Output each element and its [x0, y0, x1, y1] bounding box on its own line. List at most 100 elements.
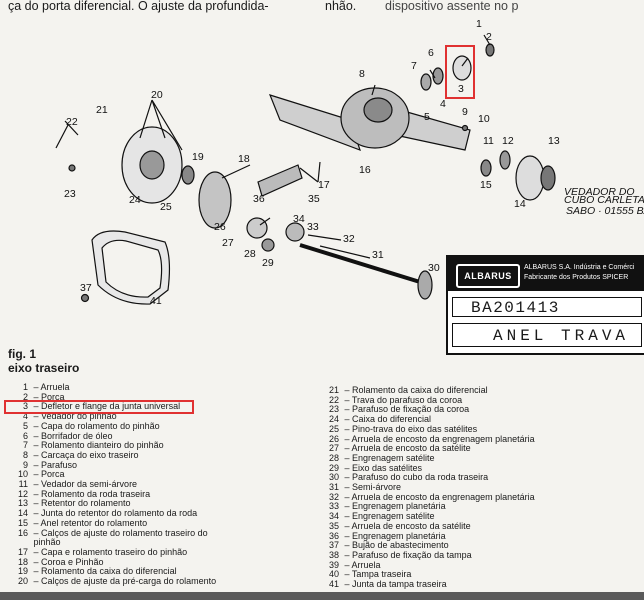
svg-text:21: 21 — [96, 104, 108, 116]
svg-text:5: 5 — [424, 111, 430, 123]
part-item: pinhão — [12, 537, 216, 548]
part-number: 40 — [328, 569, 339, 580]
part-number: 32 — [328, 491, 339, 502]
part-description: Arruela de encosto da engrenagem planetá… — [351, 491, 535, 502]
ring-gear — [198, 171, 232, 229]
top-text-right-fragment: dispositivo assente no p — [385, 0, 519, 13]
exploded-axle-diagram: 1 2 3 4 5 6 7 8 9 10 11 12 13 14 15 16 1… — [55, 18, 644, 307]
svg-text:SABO · 01555 BAGE: SABO · 01555 BAGE — [566, 205, 644, 217]
part-item: 9 – Parafuso — [12, 460, 216, 471]
part-number: 31 — [328, 482, 339, 493]
svg-text:1: 1 — [476, 18, 482, 30]
part-item: 15 – Anel retentor do rolamento — [12, 518, 216, 529]
svg-text:19: 19 — [192, 151, 204, 163]
axle-shaft — [299, 243, 421, 284]
part-description: Rolamento da roda traseira — [41, 488, 151, 499]
part-number: 35 — [328, 520, 339, 531]
part-number: 19 — [17, 566, 28, 577]
part-description: Borrifador de óleo — [41, 430, 113, 441]
company-line-1: ALBARUS S.A. Indústria e Comérci — [524, 264, 635, 271]
svg-text:11: 11 — [483, 135, 494, 147]
part-number: 11 — [18, 479, 28, 490]
part-description: Arruela de encosto da satélite — [351, 520, 471, 531]
part-item: 33 – Engrenagem planetária — [323, 502, 535, 512]
svg-text:34: 34 — [293, 213, 305, 225]
part-item: 26 – Arruela de encosto da engrenagem pl… — [323, 434, 535, 445]
part-description: Capa do rolamento do pinhão — [41, 420, 160, 431]
figure-label: fig. 1 — [8, 347, 37, 361]
part-description: Parafuso do cubo da roda traseira — [352, 472, 489, 483]
part-number: 22 — [328, 394, 339, 405]
part-item: 27 – Arruela de encosto da satélite — [323, 443, 535, 454]
part-item: 12 – Rolamento da roda traseira — [12, 488, 216, 500]
part-item: 22 – Trava do parafuso da coroa — [323, 394, 535, 406]
part-number: 20 — [17, 576, 28, 587]
part-item: 35 – Arruela de encosto da satélite — [323, 520, 535, 532]
part-number: 7 — [22, 440, 28, 451]
svg-text:8: 8 — [359, 68, 365, 80]
part-number: 17 — [17, 546, 28, 557]
part-item: 34 – Engrenagem satélite — [323, 511, 535, 522]
svg-text:7: 7 — [411, 60, 417, 72]
part-number: 18 — [17, 556, 28, 567]
part-number: 2 — [22, 391, 28, 402]
part-description: Eixo das satélites — [352, 462, 423, 473]
svg-text:27: 27 — [222, 237, 234, 249]
part-number: 23 — [328, 404, 339, 415]
svg-text:29: 29 — [262, 257, 274, 269]
part-item: 18 – Coroa e Pinhão — [12, 556, 216, 568]
svg-text:31: 31 — [372, 249, 384, 261]
part-item: 31 – Semi-árvore — [323, 482, 535, 493]
part-description: Vedador da semi-árvore — [41, 479, 138, 490]
svg-text:6: 6 — [428, 47, 434, 59]
part-card: ALBARUS ALBARUS S.A. Indústria e Comérci… — [446, 255, 644, 355]
part-description: Arruela — [40, 382, 70, 392]
svg-text:26: 26 — [214, 221, 226, 233]
svg-text:25: 25 — [160, 201, 172, 213]
flange-part-3 — [452, 55, 472, 81]
part-description: Parafuso de fixação da coroa — [352, 404, 470, 415]
svg-text:22: 22 — [66, 116, 78, 128]
part-description: Bujão de abastecimento — [352, 540, 449, 551]
part-description: Calços de ajuste do rolamento traseiro d… — [41, 527, 208, 538]
part-item: 38 – Parafuso de fixação da tampa — [323, 550, 535, 561]
part-item: 25 – Pino-trava do eixo das satélites — [323, 423, 535, 435]
part-number: 25 — [328, 423, 339, 434]
part-number: 27 — [328, 443, 339, 454]
part-description: pinhão — [33, 537, 61, 548]
part-item: 17 – Capa e rolamento traseiro do pinhão — [12, 546, 216, 558]
part-item: 20 – Calços de ajuste da pré-carga do ro… — [12, 576, 216, 587]
part-item: 11 – Vedador da semi-árvore — [12, 479, 216, 490]
part-number: 21 — [328, 385, 339, 395]
part-number: 1 — [22, 382, 28, 392]
card-header: ALBARUS ALBARUS S.A. Indústria e Comérci… — [448, 257, 644, 291]
part-number: 10 — [17, 469, 28, 480]
part-number: 12 — [17, 488, 28, 499]
part-number: 16 — [17, 527, 28, 538]
part-description: Junta do retentor do rolamento da roda — [41, 508, 198, 519]
svg-text:4: 4 — [440, 98, 446, 110]
part-description: Arruela de encosto da satélite — [351, 443, 471, 454]
part-description: Semi-árvore — [352, 482, 402, 493]
part-name: ANEL TRAVA — [452, 323, 642, 347]
page-bottom-edge — [0, 592, 644, 600]
part-item: 40 – Tampa traseira — [323, 570, 535, 580]
svg-text:36: 36 — [253, 193, 265, 205]
left-axle-tube — [268, 94, 361, 152]
part-item: 28 – Engrenagem satélite — [323, 453, 535, 464]
svg-text:10: 10 — [478, 113, 490, 125]
part-number: 30 — [328, 472, 339, 483]
company-info: ALBARUS S.A. Indústria e Comérci Fabrica… — [524, 263, 635, 283]
part-description: Vedador do pinhão — [41, 411, 117, 422]
highlight-part-3-diagram — [445, 45, 475, 99]
svg-text:35: 35 — [308, 193, 320, 205]
part-item: 19 – Rolamento da caixa do diferencial — [12, 567, 216, 577]
part-number: 3 — [22, 401, 28, 412]
part-number: 34 — [328, 511, 339, 522]
part-item: 16 – Calços de ajuste do rolamento trase… — [12, 527, 216, 539]
part-number: 24 — [328, 414, 339, 425]
part-description: Rolamento da caixa do diferencial — [352, 385, 488, 395]
svg-text:14: 14 — [514, 198, 526, 210]
part-item: 30 – Parafuso do cubo da roda traseira — [323, 472, 535, 483]
